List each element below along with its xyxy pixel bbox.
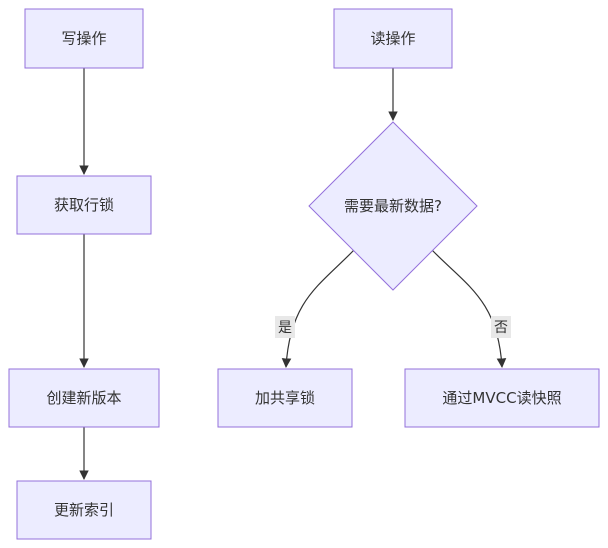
node-need-latest-label: 需要最新数据? bbox=[344, 197, 442, 215]
node-update-index: 更新索引 bbox=[16, 480, 152, 540]
node-create-new-version-label: 创建新版本 bbox=[46, 389, 121, 407]
node-update-index-label: 更新索引 bbox=[54, 501, 114, 519]
edge-label-yes-text: 是 bbox=[278, 320, 292, 336]
node-write-op: 写操作 bbox=[24, 8, 144, 69]
node-mvcc-snapshot-label: 通过MVCC读快照 bbox=[442, 389, 561, 407]
edge-decision-no bbox=[431, 249, 507, 368]
edge-label-no: 否 bbox=[491, 316, 511, 338]
node-create-new-version: 创建新版本 bbox=[8, 368, 160, 428]
node-read-op-label: 读操作 bbox=[370, 30, 415, 48]
edge-decision-yes bbox=[281, 249, 355, 368]
edge-label-yes: 是 bbox=[275, 316, 295, 338]
node-write-op-label: 写操作 bbox=[61, 30, 106, 48]
node-mvcc-snapshot: 通过MVCC读快照 bbox=[404, 368, 600, 428]
node-need-latest-decision: 需要最新数据? bbox=[308, 121, 478, 291]
edge-label-no-text: 否 bbox=[494, 320, 508, 336]
node-acquire-row-lock-label: 获取行锁 bbox=[54, 196, 114, 214]
node-shared-lock: 加共享锁 bbox=[217, 368, 353, 428]
node-acquire-row-lock: 获取行锁 bbox=[16, 175, 152, 235]
node-read-op: 读操作 bbox=[333, 8, 453, 69]
node-shared-lock-label: 加共享锁 bbox=[255, 389, 315, 407]
